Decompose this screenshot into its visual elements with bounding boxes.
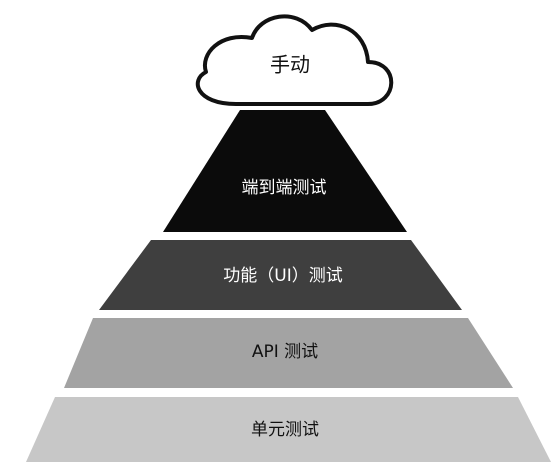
layer-shape-unit	[26, 397, 551, 462]
cloud-label: 手动	[270, 53, 310, 77]
cloud-group: 手动	[195, 14, 394, 106]
layer-shape-end-to-end	[163, 110, 407, 232]
pyramid-layer-end-to-end: 端到端测试	[163, 110, 407, 232]
layer-label-end-to-end: 端到端测试	[242, 178, 327, 198]
pyramid-layer-unit: 单元测试	[26, 397, 551, 462]
pyramid-layer-functional-ui: 功能（UI）测试	[99, 240, 462, 310]
layer-label-api: API 测试	[252, 342, 318, 362]
cloud-shape	[195, 14, 394, 106]
pyramid-layer-api: API 测试	[64, 318, 513, 388]
layer-label-unit: 单元测试	[251, 420, 319, 440]
layer-shape-functional-ui	[99, 240, 462, 310]
layer-label-functional-ui: 功能（UI）测试	[223, 266, 342, 286]
layer-shape-api	[64, 318, 513, 388]
